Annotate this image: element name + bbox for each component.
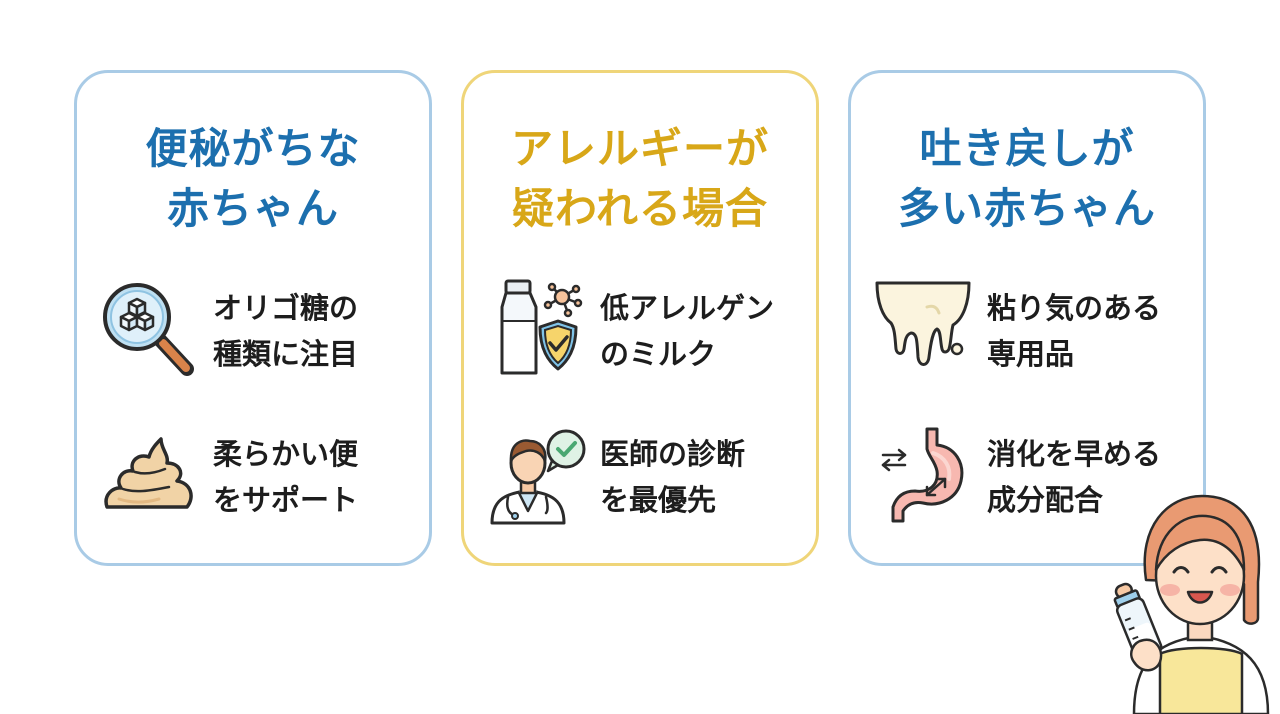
item-text-line: をサポート bbox=[213, 483, 359, 517]
item-text: 消化を早める 成分配合 bbox=[987, 431, 1161, 523]
doctor-check-icon bbox=[490, 429, 586, 525]
item-text-line: 柔らかい便 bbox=[213, 437, 359, 471]
item-text-line: 成分配合 bbox=[987, 483, 1104, 517]
soft-stool-icon bbox=[104, 437, 193, 509]
milk-bottle-shield-icon bbox=[500, 279, 583, 375]
card-spit-up: 吐き戻しが 多い赤ちゃん 粘り気のある 専用品 bbox=[848, 70, 1206, 566]
stomach-digestion-icon bbox=[881, 427, 964, 523]
list-item: オリゴ糖の 種類に注目 bbox=[77, 279, 429, 389]
card-title-line: 赤ちゃん bbox=[166, 184, 339, 233]
item-text-line: 粘り気のある bbox=[987, 291, 1162, 325]
card-title-line: 便秘がちな bbox=[145, 124, 361, 173]
item-text-line: オリゴ糖の bbox=[213, 291, 359, 325]
thick-liquid-drip-icon bbox=[875, 281, 971, 366]
card-title-line: 吐き戻しが bbox=[919, 124, 1135, 173]
card-title: 吐き戻しが 多い赤ちゃん bbox=[851, 119, 1203, 239]
list-item: 粘り気のある 専用品 bbox=[851, 279, 1203, 389]
card-title: 便秘がちな 赤ちゃん bbox=[77, 119, 429, 239]
card-title-line: アレルギーが bbox=[510, 124, 769, 173]
item-text: 医師の診断 を最優先 bbox=[600, 431, 745, 523]
card-title-line: 多い赤ちゃん bbox=[897, 184, 1156, 233]
item-text-line: のミルク bbox=[600, 337, 717, 371]
card-title-line: 疑われる場合 bbox=[512, 184, 768, 233]
card-constipation: 便秘がちな 赤ちゃん bbox=[74, 70, 432, 566]
item-text: 低アレルゲン のミルク bbox=[600, 285, 774, 377]
item-text: 柔らかい便 をサポート bbox=[213, 431, 358, 523]
list-item: 医師の診断 を最優先 bbox=[464, 425, 816, 535]
item-text-line: 消化を早める bbox=[987, 437, 1162, 471]
item-text-line: を最優先 bbox=[600, 483, 717, 517]
item-text-line: 低アレルゲン bbox=[600, 291, 775, 325]
list-item: 消化を早める 成分配合 bbox=[851, 425, 1203, 535]
item-text: 粘り気のある 専用品 bbox=[987, 285, 1161, 377]
item-text-line: 種類に注目 bbox=[213, 337, 359, 371]
item-text: オリゴ糖の 種類に注目 bbox=[213, 285, 358, 377]
item-text-line: 専用品 bbox=[987, 337, 1075, 371]
list-item: 柔らかい便 をサポート bbox=[77, 425, 429, 535]
list-item: 低アレルゲン のミルク bbox=[464, 279, 816, 389]
magnifier-sugar-cubes-icon bbox=[103, 283, 194, 376]
card-title: アレルギーが 疑われる場合 bbox=[464, 119, 816, 239]
item-text-line: 医師の診断 bbox=[600, 437, 746, 471]
mother-with-baby-bottle-icon bbox=[1113, 494, 1270, 714]
card-allergy: アレルギーが 疑われる場合 bbox=[461, 70, 819, 566]
